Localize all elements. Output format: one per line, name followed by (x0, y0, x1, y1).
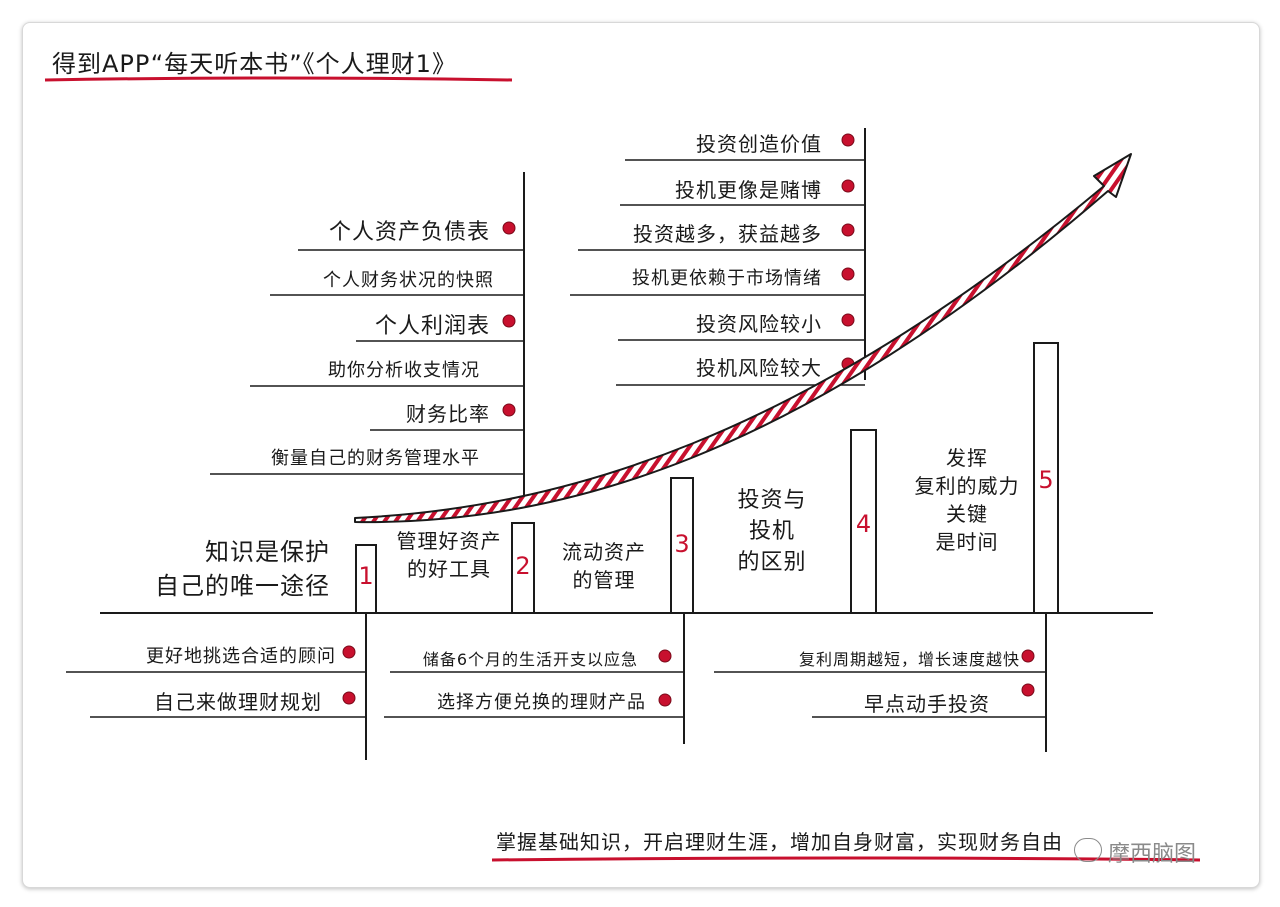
topic-label-2: 管理好资产 的好工具 (396, 529, 502, 581)
footer-underline (491, 856, 1201, 862)
growth-arrow (354, 153, 1132, 524)
note-statements-0: 个人资产负债表 (328, 220, 490, 245)
step-number-3: 3 (674, 530, 690, 558)
note-knowledge-1: 自己来做理财规划 (154, 690, 322, 714)
note-liquid-1: 选择方便兑换的理财产品 (437, 692, 646, 713)
note-statements-4: 财务比率 (406, 402, 490, 426)
note-invest-4: 投资风险较小 (696, 312, 822, 336)
note-invest-1: 投机更像是赌博 (675, 178, 822, 202)
step-number-5: 5 (1038, 466, 1054, 494)
step-number-4: 4 (855, 510, 872, 538)
note-invest-3: 投机更依赖于市场情绪 (632, 268, 822, 289)
step-bar-4 (850, 429, 877, 614)
step-bar-5 (1033, 342, 1059, 614)
note-compound-1: 早点动手投资 (864, 692, 990, 716)
wechat-icon (1074, 838, 1102, 862)
note-invest-2: 投资越多，获益越多 (633, 222, 822, 246)
note-compound-0: 复利周期越短，增长速度越快 (798, 650, 1020, 669)
note-invest-0: 投资创造价值 (696, 132, 822, 156)
step-number-2: 2 (515, 552, 531, 580)
page-title: 得到APP“每天听本书”《个人理财1》 (52, 50, 457, 78)
topic-label-3: 流动资产 的管理 (562, 540, 646, 592)
topic-label-5: 发挥 复利的威力 关键 是时间 (914, 446, 1020, 554)
note-knowledge-0: 更好地挑选合适的顾问 (146, 646, 336, 667)
note-statements-2: 个人利润表 (374, 314, 490, 339)
step-bar-3 (670, 477, 694, 614)
statements-branches (210, 249, 524, 475)
topic-label-1: 知识是保护 自己的唯一途径 (155, 538, 330, 600)
note-liquid-0: 储备6个月的生活开支以应急 (422, 650, 638, 669)
topic-label-4: 投资与 投机 的区别 (737, 488, 807, 575)
note-invest-5: 投机风险较大 (696, 356, 822, 380)
footer-slogan: 掌握基础知识，开启理财生涯，增加自身财富，实现财务自由 (496, 830, 1063, 854)
step-number-1: 1 (358, 562, 374, 590)
step-bar-2 (511, 522, 535, 614)
note-statements-1: 个人财务状况的快照 (323, 270, 494, 291)
note-statements-5: 衡量自己的财务管理水平 (271, 448, 480, 469)
watermark: 摩西脑图 (1108, 842, 1197, 867)
note-statements-3: 助你分析收支情况 (328, 360, 480, 381)
title-underline (44, 76, 513, 82)
lower-branches (66, 671, 1046, 718)
